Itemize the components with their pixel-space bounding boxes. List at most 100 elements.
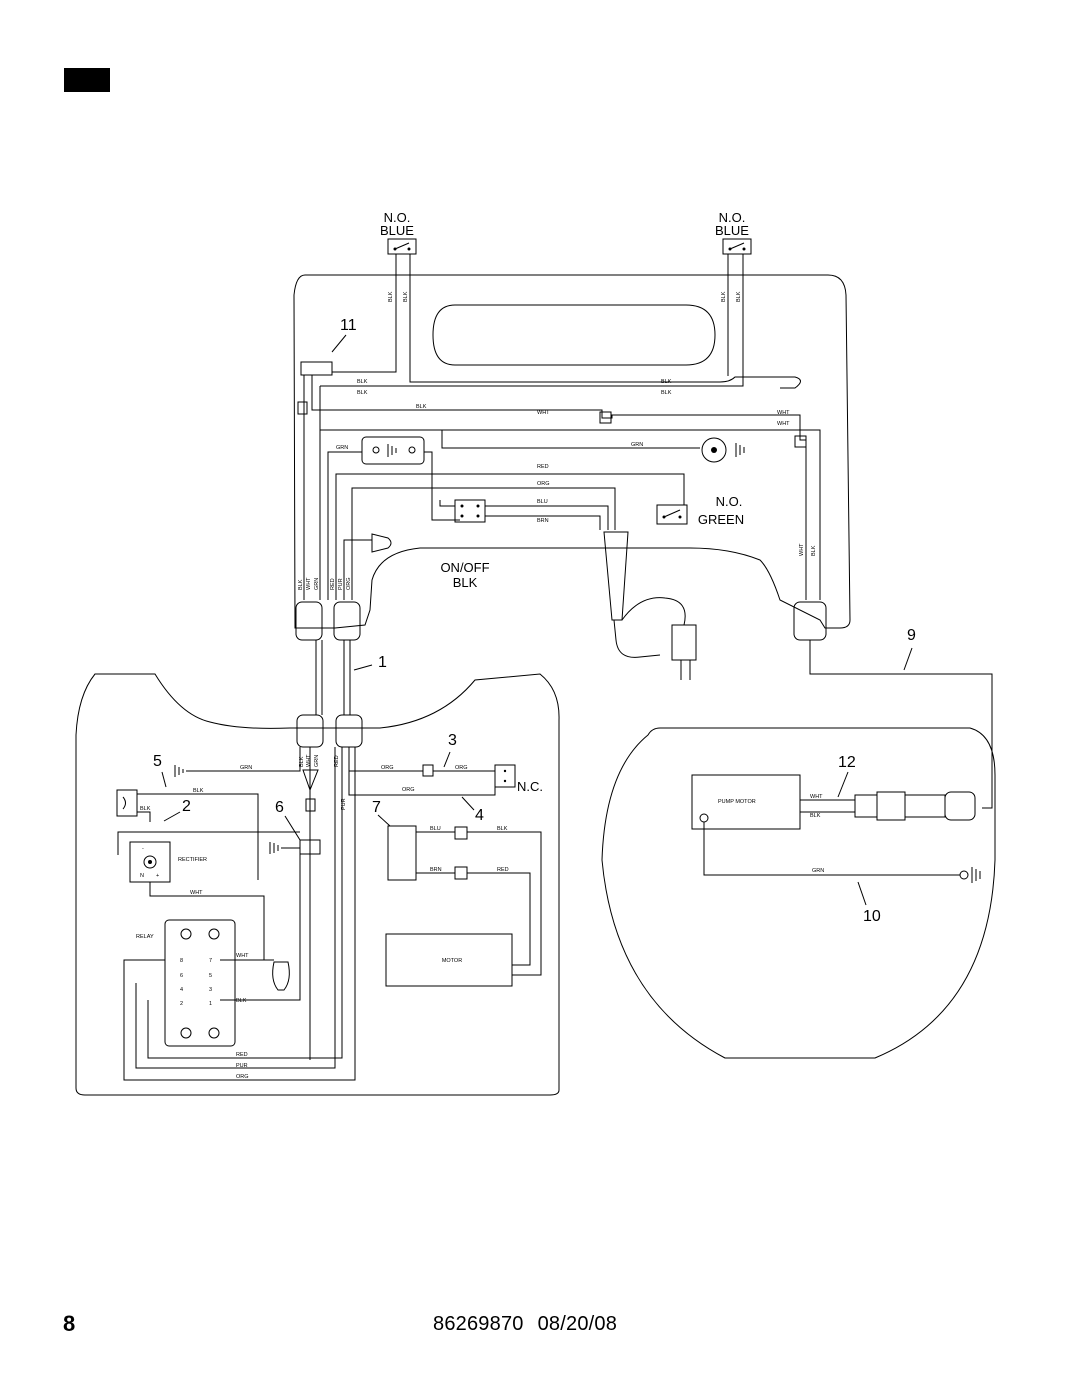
wire-label-grn: GRN	[812, 868, 824, 874]
switch-color-label: BLUE	[380, 223, 414, 238]
svg-text:BLK: BLK	[811, 545, 817, 556]
callout-12: 12	[838, 754, 856, 771]
wire-label-wht: WHT	[236, 953, 249, 959]
wire-label-blk: BLK	[721, 291, 727, 302]
callout-11: 11	[340, 317, 357, 334]
callout-6: 6	[275, 799, 284, 816]
wire-label-blu: BLU	[537, 499, 548, 505]
wire-label-grn: GRN	[336, 445, 348, 451]
inline-connector	[454, 826, 468, 840]
strain-relief	[876, 791, 906, 821]
section-header-block	[64, 68, 110, 92]
switch-no-blue-right: N.O. BLUE	[715, 210, 752, 255]
rectifier-label: RECTIFIER	[178, 857, 207, 863]
wire-nut	[780, 376, 801, 389]
doc-number: 86269870	[433, 1313, 524, 1335]
wire-label-blk: BLK	[357, 390, 368, 396]
svg-text:BLK: BLK	[298, 579, 304, 590]
switch-type-label: N.O.	[716, 494, 743, 509]
lower-harness-labels: BLK WHT GRN RED PUR	[299, 754, 347, 810]
connector-block-11: 11	[300, 317, 357, 376]
wire-label-wht: WHT	[777, 421, 790, 427]
pump-motor: PUMP MOTOR WHT BLK 12 GRN 10	[691, 754, 981, 925]
wire-label-wht: WHT	[537, 410, 550, 416]
wire-label-blk: BLK	[661, 390, 672, 396]
wire-label-blk: BLK	[497, 826, 508, 832]
wire-label-pur: PUR	[236, 1063, 248, 1069]
inline-connector	[454, 866, 468, 880]
rectifier: N + - RECTIFIER WHT	[117, 831, 300, 960]
left-harness: BLK WHT WHT WHT	[297, 375, 821, 600]
switch-nc-body	[494, 764, 516, 788]
wire-label-org: ORG	[236, 1074, 249, 1080]
switch-color-label: BLK	[453, 575, 478, 590]
cable-runs: 1 9	[315, 627, 993, 809]
relay-pin: 8	[180, 958, 183, 964]
wire-label-red: RED	[537, 464, 549, 470]
inline-connector	[422, 764, 434, 777]
wire-label-blk: BLK	[236, 998, 247, 1004]
doc-date: 08/20/08	[537, 1313, 618, 1335]
power-cord	[603, 531, 697, 680]
motor-label: MOTOR	[442, 958, 462, 964]
wire-label-blk: BLK	[193, 788, 204, 794]
wire-label-wht: WHT	[190, 890, 203, 896]
callout-7: 7	[372, 799, 381, 816]
wire-label-org: ORG	[381, 765, 394, 771]
wire-nut	[272, 961, 290, 991]
inline-connector	[305, 798, 316, 812]
switch-no-green: N.O. GREEN	[656, 494, 744, 527]
switch-no-blue-left: N.O. BLUE	[380, 210, 417, 255]
relay-pin: 1	[209, 1001, 212, 1007]
wire-label-wht: WHT	[777, 410, 790, 416]
relay: RELAY 8 7 6 5 4 3 2 1 WHT BLK	[136, 850, 301, 1047]
rectifier-plus-terminal: +	[156, 873, 159, 879]
wire-label-brn: BRN	[537, 518, 549, 524]
switch-color-label: BLUE	[715, 223, 749, 238]
wire-label-blk: BLK	[810, 813, 821, 819]
svg-text:GRN: GRN	[314, 578, 320, 590]
wire-label-blk: BLK	[140, 806, 151, 812]
callout-10: 10	[863, 908, 881, 925]
inline-connector	[297, 401, 308, 415]
switch-type-label: N.O.	[719, 210, 746, 225]
switch-on-off: ON/OFF BLK	[343, 533, 490, 600]
switch-color-label: GREEN	[698, 512, 744, 527]
wire-label-blk: BLK	[388, 291, 394, 302]
relay-label: RELAY	[136, 934, 154, 940]
component-6: 6	[269, 747, 321, 1060]
handle-connectors	[295, 601, 827, 641]
callout-1: 1	[378, 654, 387, 671]
wire-label-red: RED	[497, 867, 509, 873]
middle-switch-wires: RED ORG BLU BRN	[335, 464, 685, 600]
wire-label-org: ORG	[402, 787, 415, 793]
wire-label-grn: GRN	[631, 442, 643, 448]
wire-label-blk: BLK	[403, 291, 409, 302]
wire-label-brn: BRN	[430, 867, 442, 873]
wire-label-red: RED	[236, 1052, 248, 1058]
svg-text:PUR: PUR	[341, 798, 347, 810]
document-code: 86269870 08/20/08	[433, 1311, 631, 1337]
callout-9: 9	[907, 627, 916, 644]
svg-text:PUR: PUR	[338, 578, 344, 590]
callout-3: 3	[448, 732, 457, 749]
wire-label-blk: BLK	[416, 404, 427, 410]
component-2: BLK BLK 2	[116, 788, 259, 880]
motor: MOTOR	[385, 933, 513, 987]
svg-text:WHT: WHT	[306, 754, 312, 767]
handle-housing-outline	[293, 274, 851, 629]
svg-text:WHT: WHT	[306, 577, 312, 590]
wire-label-blk: BLK	[357, 379, 368, 385]
wire-label-org: ORG	[537, 481, 550, 487]
switch-body	[454, 499, 486, 523]
switch-leads: BLK BLK BLK BLK BLK BLK BLK BLK	[320, 254, 780, 396]
rectifier-minus-terminal: -	[142, 846, 144, 852]
wire-label-blk: BLK	[736, 291, 742, 302]
rectifier-n-terminal: N	[140, 873, 144, 879]
handle-grip-slot	[432, 304, 716, 366]
ground-grn-upper: GRN GRN	[327, 430, 745, 600]
relay-pin: 4	[180, 987, 183, 993]
upper-harness-labels: BLK WHT GRN RED PUR ORG WHT BLK	[298, 543, 817, 590]
callout-4: 4	[475, 807, 484, 824]
